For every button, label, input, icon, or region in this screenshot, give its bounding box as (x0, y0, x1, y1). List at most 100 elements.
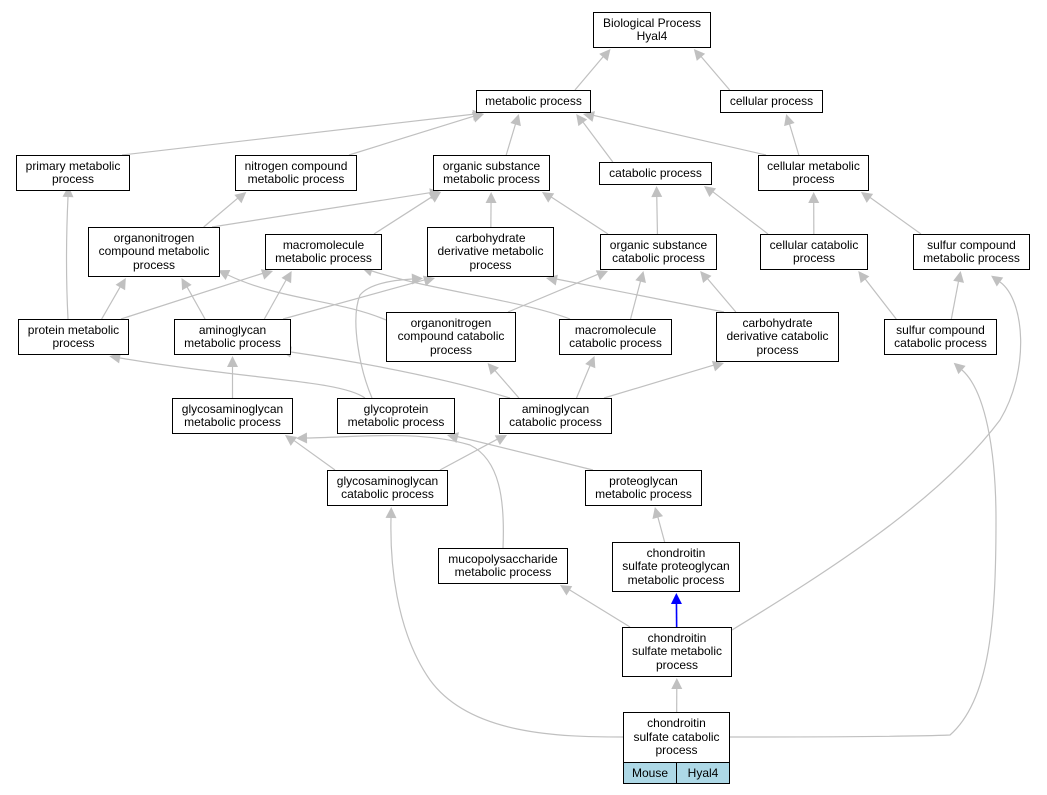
edge-arrowhead (542, 192, 555, 203)
edge-arrowhead (218, 270, 231, 280)
edge-cell_met-to-metabolic (593, 114, 767, 156)
edge-cs_cat-to-gag_cat (390, 517, 624, 738)
edge-arrowhead (447, 432, 459, 443)
edge-arrowhead (227, 356, 238, 367)
edge-carb_cat-to-carb_met (556, 278, 725, 313)
edge-primary-to-metabolic (121, 113, 474, 156)
edge-arrowhead (109, 352, 121, 364)
edge-arrowhead (181, 278, 192, 291)
node-glycosaminoglycan-metabolic-process[interactable]: glycosaminoglycan metabolic process (172, 398, 293, 434)
edge-cell_cat-to-catabolic (712, 191, 769, 235)
edge-arrowhead (953, 271, 965, 283)
node-nitrogen-compound-metabolic-process[interactable]: nitrogen compound metabolic process (235, 155, 357, 191)
edge-arrowhead (428, 192, 441, 203)
edge-arrowhead (700, 271, 712, 283)
node-glycosaminoglycan-catabolic-process[interactable]: glycosaminoglycan catabolic process (327, 470, 448, 506)
edge-arrowhead (62, 186, 74, 198)
node-chondroitin-sulfate-metabolic-process[interactable]: chondroitin sulfate metabolic process (622, 627, 732, 677)
species-cell-gene[interactable]: Hyal4 (677, 762, 730, 784)
edge-cell_met-to-cellular (788, 123, 800, 156)
edge-arrowhead (234, 192, 247, 204)
node-aminoglycan-catabolic-process[interactable]: aminoglycan catabolic process (499, 398, 612, 434)
node-proteoglycan-metabolic-process[interactable]: proteoglycan metabolic process (585, 470, 702, 506)
edge-amino_cat-to-macro_cat (575, 364, 591, 399)
node-macromolecule-metabolic-process[interactable]: macromolecule metabolic process (265, 234, 382, 270)
edge-cs_met-to-sulfur_met (731, 281, 1022, 631)
node-mucopolysaccharide-metabolic-process[interactable]: mucopolysaccharide metabolic process (438, 548, 568, 584)
edge-cellular-to-root (700, 55, 731, 91)
edge-arrowhead (471, 112, 484, 123)
node-carbohydrate-derivative-metabolic-process[interactable]: carbohydrate derivative metabolic proces… (427, 227, 554, 277)
node-organonitrogen-compound-catabolic-process[interactable]: organonitrogen compound catabolic proces… (386, 312, 516, 362)
edge-arrowhead (671, 678, 683, 690)
edge-org_cat-to-organic_met (550, 196, 609, 235)
edge-arrowhead (583, 111, 595, 122)
node-cellular-catabolic-process[interactable]: cellular catabolic process (760, 234, 868, 270)
edge-sulfur_cat-to-cell_cat (864, 278, 897, 320)
edge-arrowhead (693, 49, 706, 61)
species-cell-organism[interactable]: Mouse (623, 762, 677, 784)
edge-orgnitro_met-to-organic_met (211, 192, 431, 228)
node-carbohydrate-derivative-catabolic-process[interactable]: carbohydrate derivative catabolic proces… (716, 312, 839, 362)
edge-arrowhead (260, 269, 273, 280)
edge-org_cat-to-catabolic (656, 195, 659, 235)
node-sulfur-compound-catabolic-process[interactable]: sulfur compound catabolic process (884, 319, 997, 355)
node-glycoprotein-metabolic-process[interactable]: glycoprotein metabolic process (337, 398, 455, 434)
edge-orgnitro_cat-to-orgnitro_met (227, 274, 387, 321)
node-metabolic-process[interactable]: metabolic process (476, 90, 591, 113)
edge-macro_met-to-organic_met (373, 196, 433, 235)
edge-cs_proteoglycan_met-to-proteoglycan_met (657, 516, 666, 543)
edge-amino_cat-to-amino_met (290, 351, 511, 399)
edge-arrowhead (560, 585, 573, 596)
edge-mucopoly_met-to-gag_met (306, 434, 504, 549)
edge-arrowhead (485, 192, 497, 204)
node-catabolic-process[interactable]: catabolic process (599, 162, 712, 185)
edge-arrowhead (385, 507, 397, 519)
node-sulfur-compound-metabolic-process[interactable]: sulfur compound metabolic process (913, 234, 1030, 270)
edge-arrowhead (422, 275, 435, 287)
edge-macro_cat-to-macro_met (371, 270, 571, 320)
node-cellular-process[interactable]: cellular process (720, 90, 823, 113)
edge-sulfur_cat-to-sulfur_met (950, 280, 960, 320)
edge-arrowhead (411, 273, 423, 285)
edge-arrowhead (652, 507, 664, 520)
edge-arrowhead (858, 271, 870, 284)
node-cellular-metabolic-process[interactable]: cellular metabolic process (758, 155, 869, 191)
edge-proteoglycan_met-to-glycoprot_met (457, 436, 594, 471)
node-organic-substance-metabolic-process[interactable]: organic substance metabolic process (433, 155, 550, 191)
node-organic-substance-catabolic-process[interactable]: organic substance catabolic process (600, 234, 717, 270)
node-organonitrogen-compound-metabolic-process[interactable]: organonitrogen compound metabolic proces… (88, 227, 220, 277)
node-chondroitin-sulfate-proteoglycan-metabolic-process[interactable]: chondroitin sulfate proteoglycan metabol… (612, 542, 740, 592)
edge-amino_met-to-orgnitro_met (186, 286, 206, 320)
edge-arrowhead (670, 593, 682, 605)
edge-arrowhead (281, 271, 292, 284)
edge-amino_met-to-macro_met (263, 279, 287, 320)
node-protein-metabolic-process[interactable]: protein metabolic process (18, 319, 129, 355)
edge-cs_cat-to-sulfur_cat (729, 369, 997, 738)
node-macromolecule-catabolic-process[interactable]: macromolecule catabolic process (559, 319, 672, 355)
edge-arrowhead (510, 114, 521, 127)
edge-protein_met-to-orgnitro_met (101, 286, 121, 320)
edge-orgnitro_met-to-nitrogen (203, 197, 239, 228)
node-chondroitin-sulfate-catabolic-process[interactable]: chondroitin sulfate catabolic process (623, 712, 730, 762)
node-primary-metabolic-process[interactable]: primary metabolic process (16, 155, 130, 191)
edge-arrowhead (599, 49, 611, 61)
node-root[interactable]: Biological Process Hyal4 (593, 12, 711, 48)
edge-arrowhead (991, 275, 1004, 287)
edge-arrowhead (585, 356, 596, 369)
edge-gag_cat-to-gag_met (293, 439, 336, 471)
edge-arrowhead (487, 363, 499, 375)
edge-arrowhead (576, 114, 588, 127)
edge-arrowhead (595, 270, 608, 281)
edge-amino_cat-to-carb_cat (603, 364, 714, 399)
edge-macro_cat-to-org_cat (629, 280, 642, 320)
edge-amino_met-to-carb_met (282, 279, 425, 320)
edge-sulfur_met-to-cell_met (869, 196, 922, 235)
edge-arrowhead (494, 435, 507, 446)
edge-glycoprot_met-to-carb_met (355, 278, 413, 399)
edge-arrowhead (285, 435, 298, 446)
node-aminoglycan-metabolic-process[interactable]: aminoglycan metabolic process (174, 319, 291, 355)
edge-glycoprot_met-to-protein_met (119, 357, 366, 399)
